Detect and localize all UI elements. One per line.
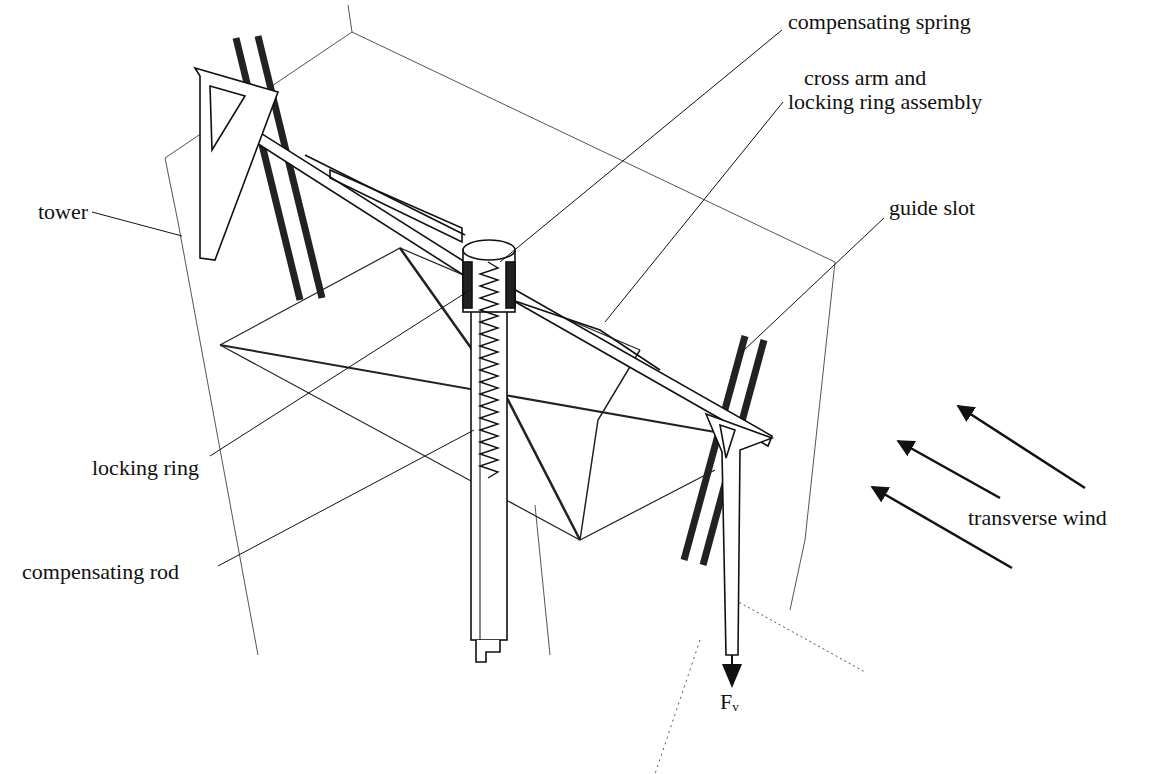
wind-arrows (872, 406, 1085, 568)
hanger-right (706, 414, 772, 655)
hanger-window (210, 86, 245, 150)
ground-line (655, 640, 700, 774)
cross-arm-beam (512, 288, 772, 446)
rod-edge (480, 262, 481, 640)
part-label: compensating spring (788, 10, 971, 34)
tower-frame-edge (348, 5, 352, 32)
hanger-window (720, 425, 735, 458)
tower-frame-leg (535, 505, 550, 655)
cross-arm (195, 68, 772, 655)
leader-lines (92, 30, 884, 566)
part-label: tower (38, 200, 88, 224)
compensating-spring (480, 262, 498, 478)
locking-ring-top (463, 240, 515, 260)
load-arrow (722, 655, 742, 688)
wind-arrow (898, 441, 1000, 498)
insulator-string (580, 350, 640, 540)
ring-band (463, 262, 472, 308)
wind-arrow (958, 406, 1085, 488)
leader-line (210, 290, 470, 456)
ring-band (506, 262, 515, 308)
ground-line (735, 600, 865, 672)
cross-arm-truss (330, 170, 462, 242)
compensating-assembly (463, 240, 515, 662)
tower-frame (165, 5, 865, 774)
part-label: compensating rod (22, 560, 179, 584)
leader-line (92, 212, 182, 236)
part-label: guide slot (889, 196, 975, 220)
tower-frame-right (790, 262, 835, 610)
part-label: cross arm and locking ring assembly (788, 66, 988, 114)
force-label: Fᵥ (720, 690, 739, 714)
load-arrow-head (722, 664, 742, 688)
leader-line (742, 218, 884, 352)
cross-arm-truss (512, 300, 660, 370)
part-label: locking ring (92, 456, 199, 480)
rod-end (476, 640, 500, 662)
leader-line (605, 102, 783, 322)
part-label: transverse wind (968, 506, 1107, 530)
cross-arm-truss (305, 155, 465, 235)
leader-line (500, 30, 782, 262)
hanger-left (195, 68, 278, 260)
leader-line (218, 430, 474, 566)
compensating-rod (471, 262, 507, 640)
